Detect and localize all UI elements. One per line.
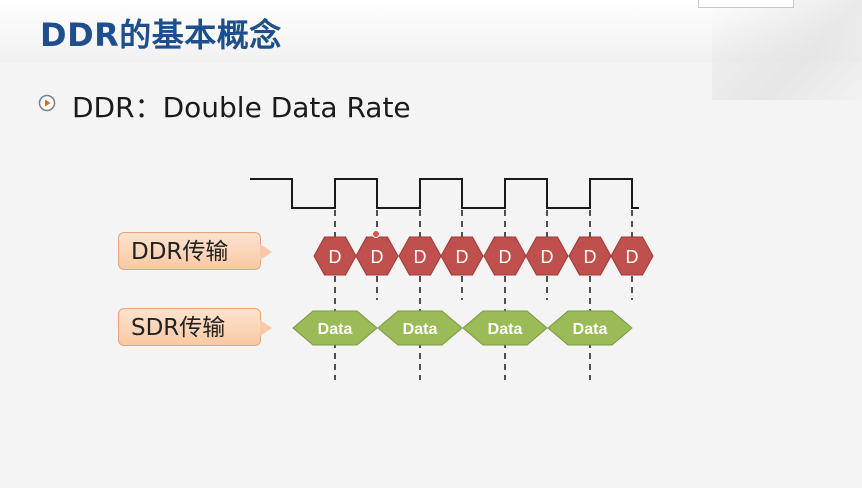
sdr-label: SDR传输 bbox=[118, 308, 261, 346]
ddr-cell-label: D bbox=[626, 247, 639, 267]
sdr-cell bbox=[292, 310, 378, 346]
ddr-cell-label: D bbox=[371, 247, 384, 267]
ddr-cell-label: D bbox=[541, 247, 554, 267]
ddr-cell-label: D bbox=[329, 247, 342, 267]
sdr-cell-label: Data bbox=[488, 321, 523, 338]
ddr-cell-label: D bbox=[499, 247, 512, 267]
sdr-cell-label: Data bbox=[318, 321, 353, 338]
sdr-cell bbox=[377, 310, 463, 346]
ddr-cell bbox=[610, 236, 654, 276]
ddr-cell-label: D bbox=[414, 247, 427, 267]
clock-waveform bbox=[250, 178, 639, 209]
sdr-transfer-row: Data Data Data Data bbox=[292, 310, 633, 346]
corner-decoration bbox=[712, 0, 862, 100]
slide-title: DDR的基本概念 bbox=[40, 16, 282, 54]
ddr-label-pointer bbox=[260, 244, 272, 260]
bullet-text: DDR：Double Data Rate bbox=[72, 91, 411, 124]
sdr-cell-label: Data bbox=[573, 321, 608, 338]
sdr-cell bbox=[462, 310, 548, 346]
sdr-cell bbox=[547, 310, 633, 346]
sdr-label-pointer bbox=[260, 320, 272, 336]
ddr-cell bbox=[525, 236, 569, 276]
play-circle-icon bbox=[38, 94, 56, 112]
corner-tab bbox=[698, 0, 794, 8]
ddr-cell-label: D bbox=[584, 247, 597, 267]
cursor-marker bbox=[372, 230, 380, 238]
ddr-label: DDR传输 bbox=[118, 232, 261, 270]
ddr-cell bbox=[355, 236, 399, 276]
sdr-cell-label: Data bbox=[403, 321, 438, 338]
ddr-cell-label: D bbox=[456, 247, 469, 267]
ddr-cell bbox=[440, 236, 484, 276]
